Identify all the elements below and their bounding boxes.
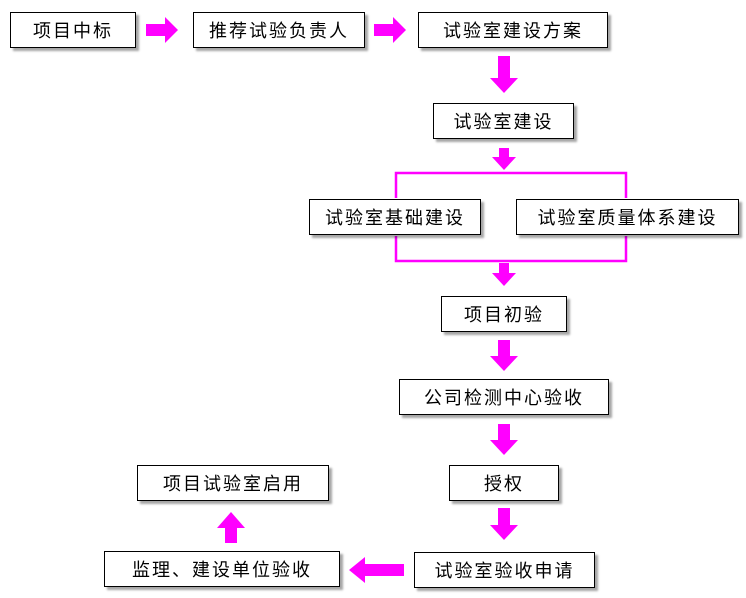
node-lab-launch: 项目试验室启用 <box>137 465 329 501</box>
arrow-down-4 <box>490 340 518 371</box>
node-lab-plan: 试验室建设方案 <box>418 12 608 48</box>
arrow-up-1 <box>217 512 245 543</box>
arrow-right-2 <box>374 17 406 43</box>
node-project-award: 项目中标 <box>10 12 136 48</box>
parallel-bracket <box>394 171 628 263</box>
node-lab-infrastructure: 试验室基础建设 <box>309 199 481 235</box>
arrow-left-1 <box>349 557 404 583</box>
arrow-down-5 <box>490 424 518 455</box>
arrow-down-2 <box>492 148 516 170</box>
node-acceptance-request: 试验室验收申请 <box>414 552 595 588</box>
arrow-right-1 <box>146 17 178 43</box>
node-initial-inspection: 项目初验 <box>441 296 567 332</box>
node-recommend-lead: 推荐试验负责人 <box>193 12 365 48</box>
arrow-down-6 <box>490 508 518 540</box>
node-center-acceptance: 公司检测中心验收 <box>399 379 609 415</box>
arrow-down-3 <box>492 263 516 286</box>
node-authorization: 授权 <box>449 465 559 501</box>
node-lab-quality-system: 试验室质量体系建设 <box>516 199 739 235</box>
node-supervisor-acceptance: 监理、建设单位验收 <box>104 551 340 587</box>
node-lab-construction: 试验室建设 <box>433 103 574 139</box>
arrow-down-1 <box>490 56 518 93</box>
